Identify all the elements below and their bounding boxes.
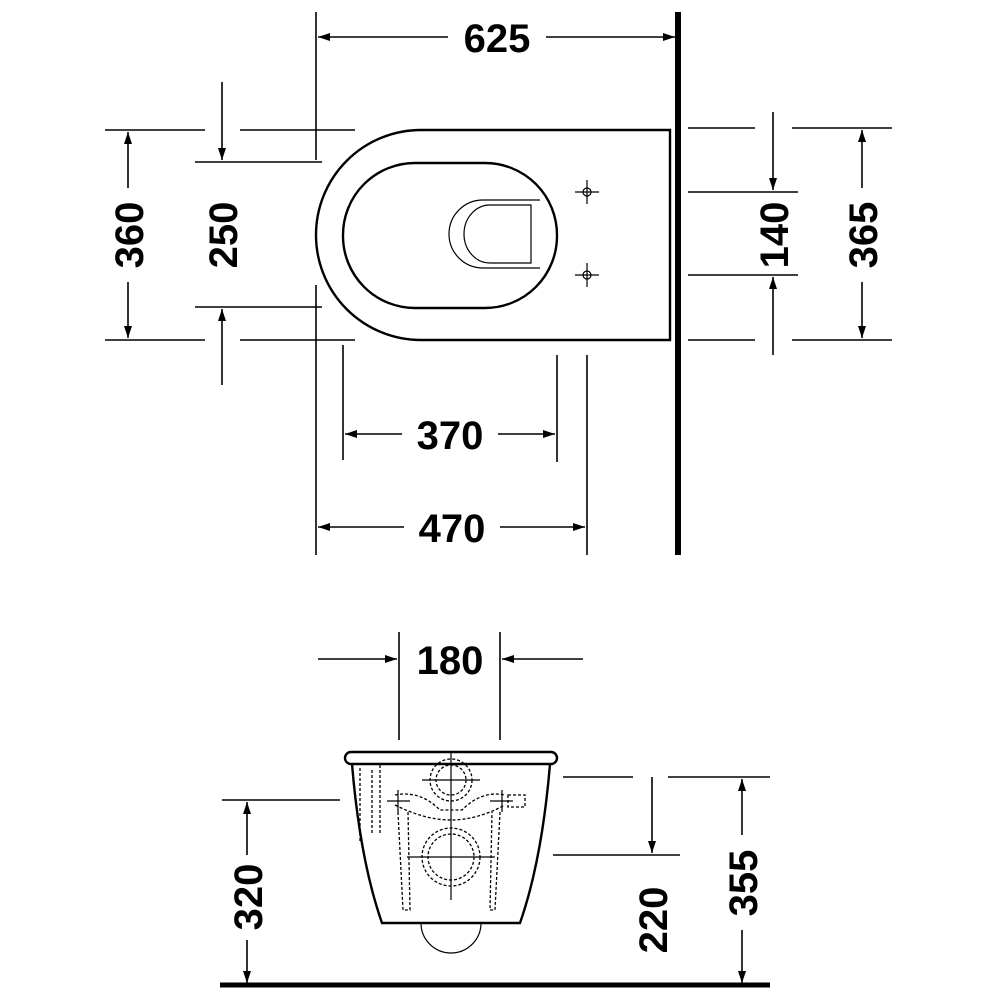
- dimension-140: 140: [753, 202, 797, 269]
- hidden-fixings: [359, 752, 526, 911]
- extension-lines: [222, 632, 770, 856]
- dimension-180: 180: [417, 639, 484, 683]
- dimension-220: 220: [632, 887, 676, 954]
- dimension-355: 355: [722, 850, 766, 917]
- top-view: 625 360 250 140 365 370 470: [105, 12, 892, 555]
- bowl-outline: [314, 128, 672, 342]
- bowl-outlet-outer: [448, 199, 540, 269]
- dimension-365: 365: [842, 202, 886, 269]
- dimension-370: 370: [417, 414, 484, 458]
- dimension-625: 625: [464, 17, 531, 61]
- dimension-470: 470: [419, 507, 486, 551]
- dimension-360: 360: [108, 202, 152, 269]
- front-view: 180 320 220 355: [220, 632, 770, 988]
- dimension-320: 320: [227, 864, 271, 931]
- fixing-hole-icon: [575, 263, 599, 287]
- bowl-body: [350, 763, 552, 925]
- dimension-250: 250: [202, 202, 246, 269]
- outlet-bulge: [420, 922, 482, 954]
- seat-opening: [341, 161, 559, 310]
- fixing-hole-icon: [575, 180, 599, 204]
- bowl-outlet-inner: [463, 204, 532, 264]
- extension-lines: [105, 12, 892, 555]
